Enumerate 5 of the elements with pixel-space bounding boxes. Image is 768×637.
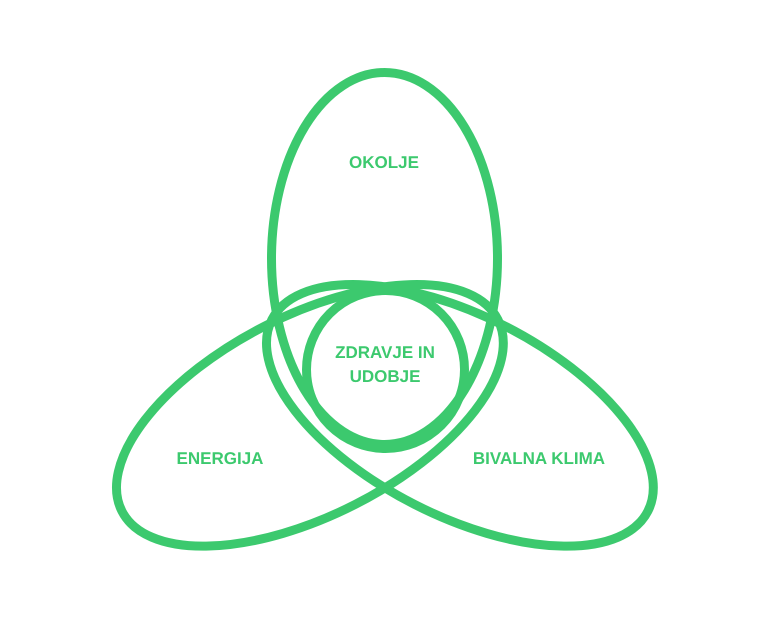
center-label: ZDRAVJE IN UDOBJE	[334, 342, 436, 388]
set-label: OKOLJE	[349, 152, 419, 174]
venn-ellipse	[262, 280, 658, 550]
set-label: BIVALNA KLIMA	[472, 448, 606, 470]
set-label: ENERGIJA	[176, 448, 264, 470]
